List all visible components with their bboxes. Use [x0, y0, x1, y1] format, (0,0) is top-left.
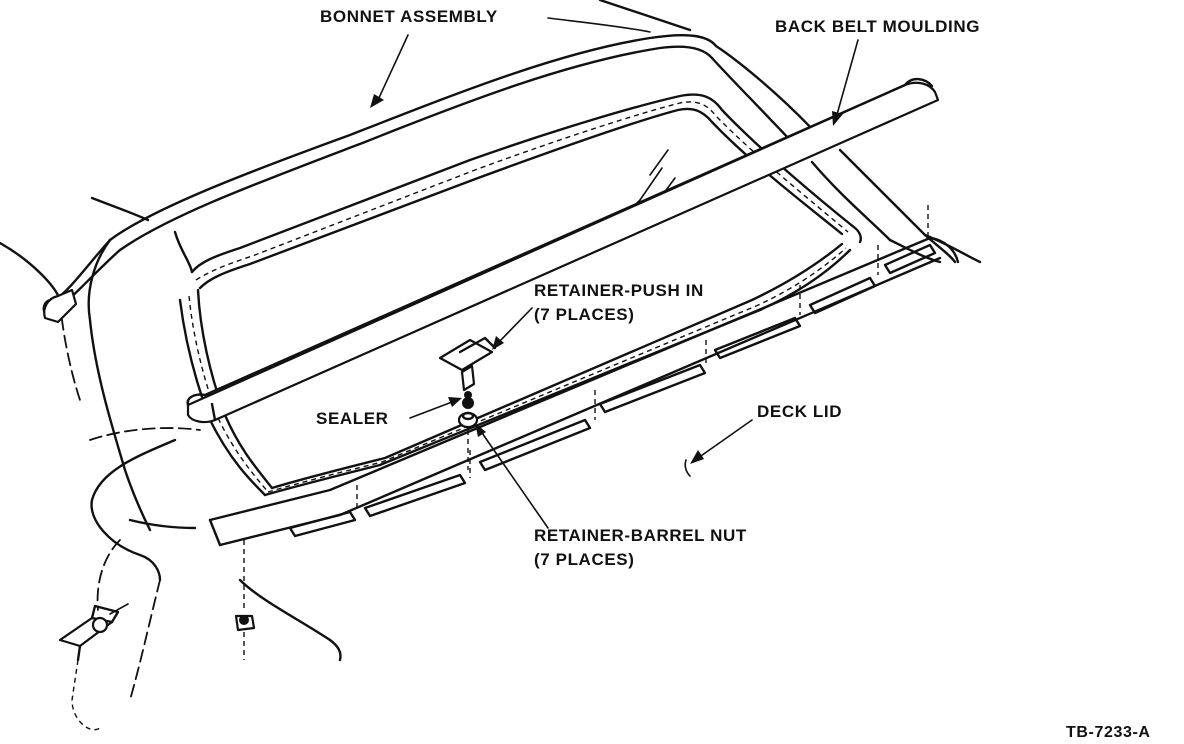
deck-lid-trim	[208, 205, 982, 662]
label-retainer-push-in-count: (7 PLACES)	[534, 305, 635, 324]
back-window-frame	[178, 93, 862, 497]
label-back-belt-moulding: BACK BELT MOULDING	[775, 17, 981, 36]
leader-lines	[109, 17, 859, 615]
figure-id: TB-7233-A	[1066, 724, 1151, 741]
label-deck-lid: DECK LID	[757, 402, 843, 421]
lower-left-retainer-detail	[58, 540, 256, 731]
bonnet-assembly	[0, 0, 957, 701]
bonnet-front-cap	[43, 288, 78, 324]
sealer-dot	[462, 397, 474, 409]
retainer-push-in-clip	[438, 336, 497, 399]
label-sealer: SEALER	[316, 409, 389, 428]
label-retainer-barrel-nut-count: (7 PLACES)	[534, 550, 635, 569]
label-retainer-barrel-nut: RETAINER-BARREL NUT	[534, 526, 747, 545]
back-belt-moulding	[186, 77, 940, 424]
label-bonnet-assembly: BONNET ASSEMBLY	[320, 7, 498, 26]
retainer-barrel-nut	[457, 411, 479, 470]
label-retainer-push-in: RETAINER-PUSH IN	[534, 281, 704, 300]
